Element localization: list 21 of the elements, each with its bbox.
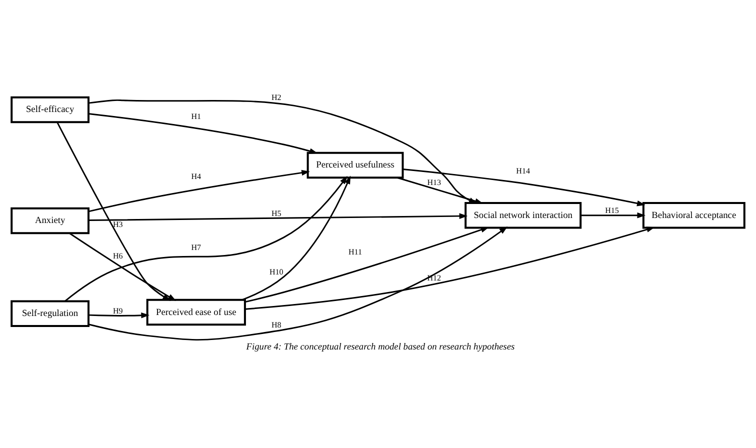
arrow: [68, 232, 176, 301]
arrow: [88, 112, 318, 154]
node-box: Social network interaction: [464, 201, 582, 228]
node-box: Perceived usefulness: [306, 151, 404, 178]
arrow: [88, 169, 310, 212]
arrow: [88, 226, 508, 340]
node-box: Behavioral acceptance: [642, 201, 746, 228]
node-box: Self-efficacy: [10, 96, 90, 123]
node-box: Anxiety: [10, 206, 90, 234]
arrow: [56, 121, 171, 300]
arrow: [88, 212, 468, 221]
arrow: [402, 168, 646, 206]
node-box: Self-regulation: [10, 300, 90, 327]
arrow: [242, 175, 351, 300]
arrow: [88, 312, 150, 318]
arrow: [64, 175, 348, 302]
arrow: [244, 226, 490, 302]
arrow: [580, 212, 646, 218]
arrow: [245, 226, 655, 310]
node-box: Perceived ease of use: [146, 298, 246, 326]
caption: Figure 4: The conceptual research model based on research hypotheses: [246, 342, 515, 352]
